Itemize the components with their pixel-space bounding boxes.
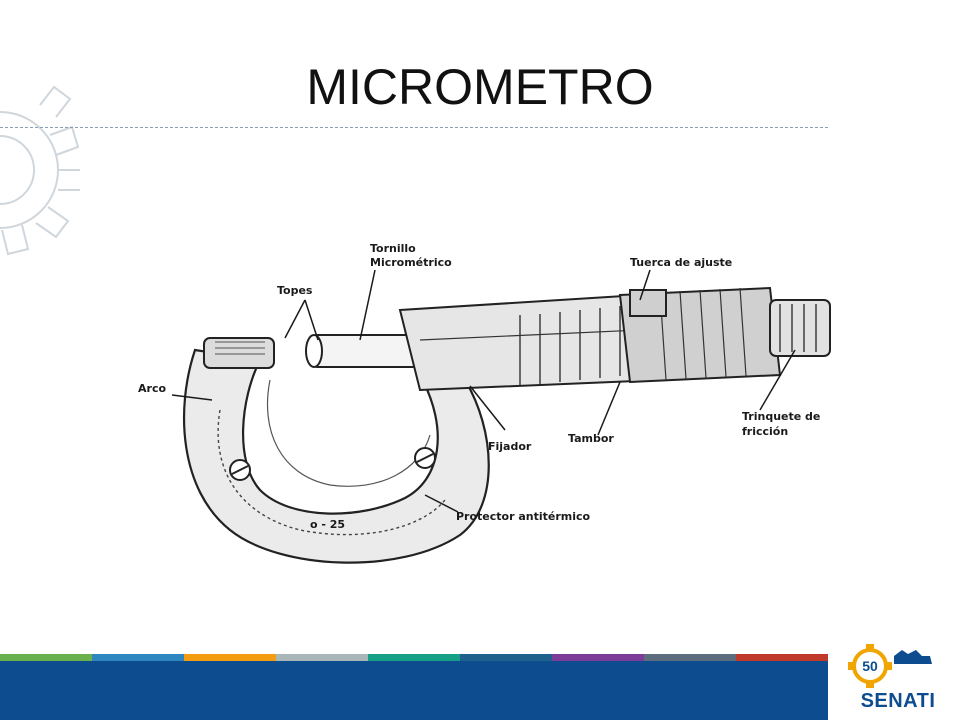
label-tambor: Tambor xyxy=(568,432,614,445)
label-topes: Topes xyxy=(277,284,313,297)
logo-badge: 50 xyxy=(862,658,878,674)
stripe-segment xyxy=(184,654,276,661)
gear-outline-icon xyxy=(0,85,80,256)
senati-logo-text: SENATI xyxy=(860,690,936,712)
stripe-segment xyxy=(552,654,644,661)
label-tornillo-line1: Tornillo xyxy=(370,242,416,255)
stripe-segment xyxy=(0,654,92,661)
stripe-segment xyxy=(460,654,552,661)
footer-bar xyxy=(0,661,828,720)
label-tornillo-line2: Micrométrico xyxy=(370,256,452,269)
senati-gear-logo: 50 xyxy=(848,644,932,688)
label-trinquete-line2: fricción xyxy=(742,425,788,438)
color-stripe xyxy=(0,654,828,661)
stripe-segment xyxy=(368,654,460,661)
title-divider xyxy=(0,127,828,128)
label-arco: Arco xyxy=(138,382,166,395)
label-fijador: Fijador xyxy=(488,440,532,453)
stripe-segment xyxy=(92,654,184,661)
slide-title: MICROMETRO xyxy=(306,59,654,115)
micrometer-diagram: Tornillo Micrométrico Topes Tuerca de aj… xyxy=(138,242,831,564)
stripe-segment xyxy=(736,654,828,661)
label-tuerca: Tuerca de ajuste xyxy=(630,256,732,269)
label-trinquete-line1: Trinquete de xyxy=(742,410,820,423)
micrometer-illustration xyxy=(182,286,831,564)
stripe-segment xyxy=(276,654,368,661)
stripe-segment xyxy=(644,654,736,661)
leader-lines xyxy=(171,269,796,513)
label-protector: Protector antitérmico xyxy=(456,510,591,523)
frame-mark: o - 25 xyxy=(310,518,345,531)
